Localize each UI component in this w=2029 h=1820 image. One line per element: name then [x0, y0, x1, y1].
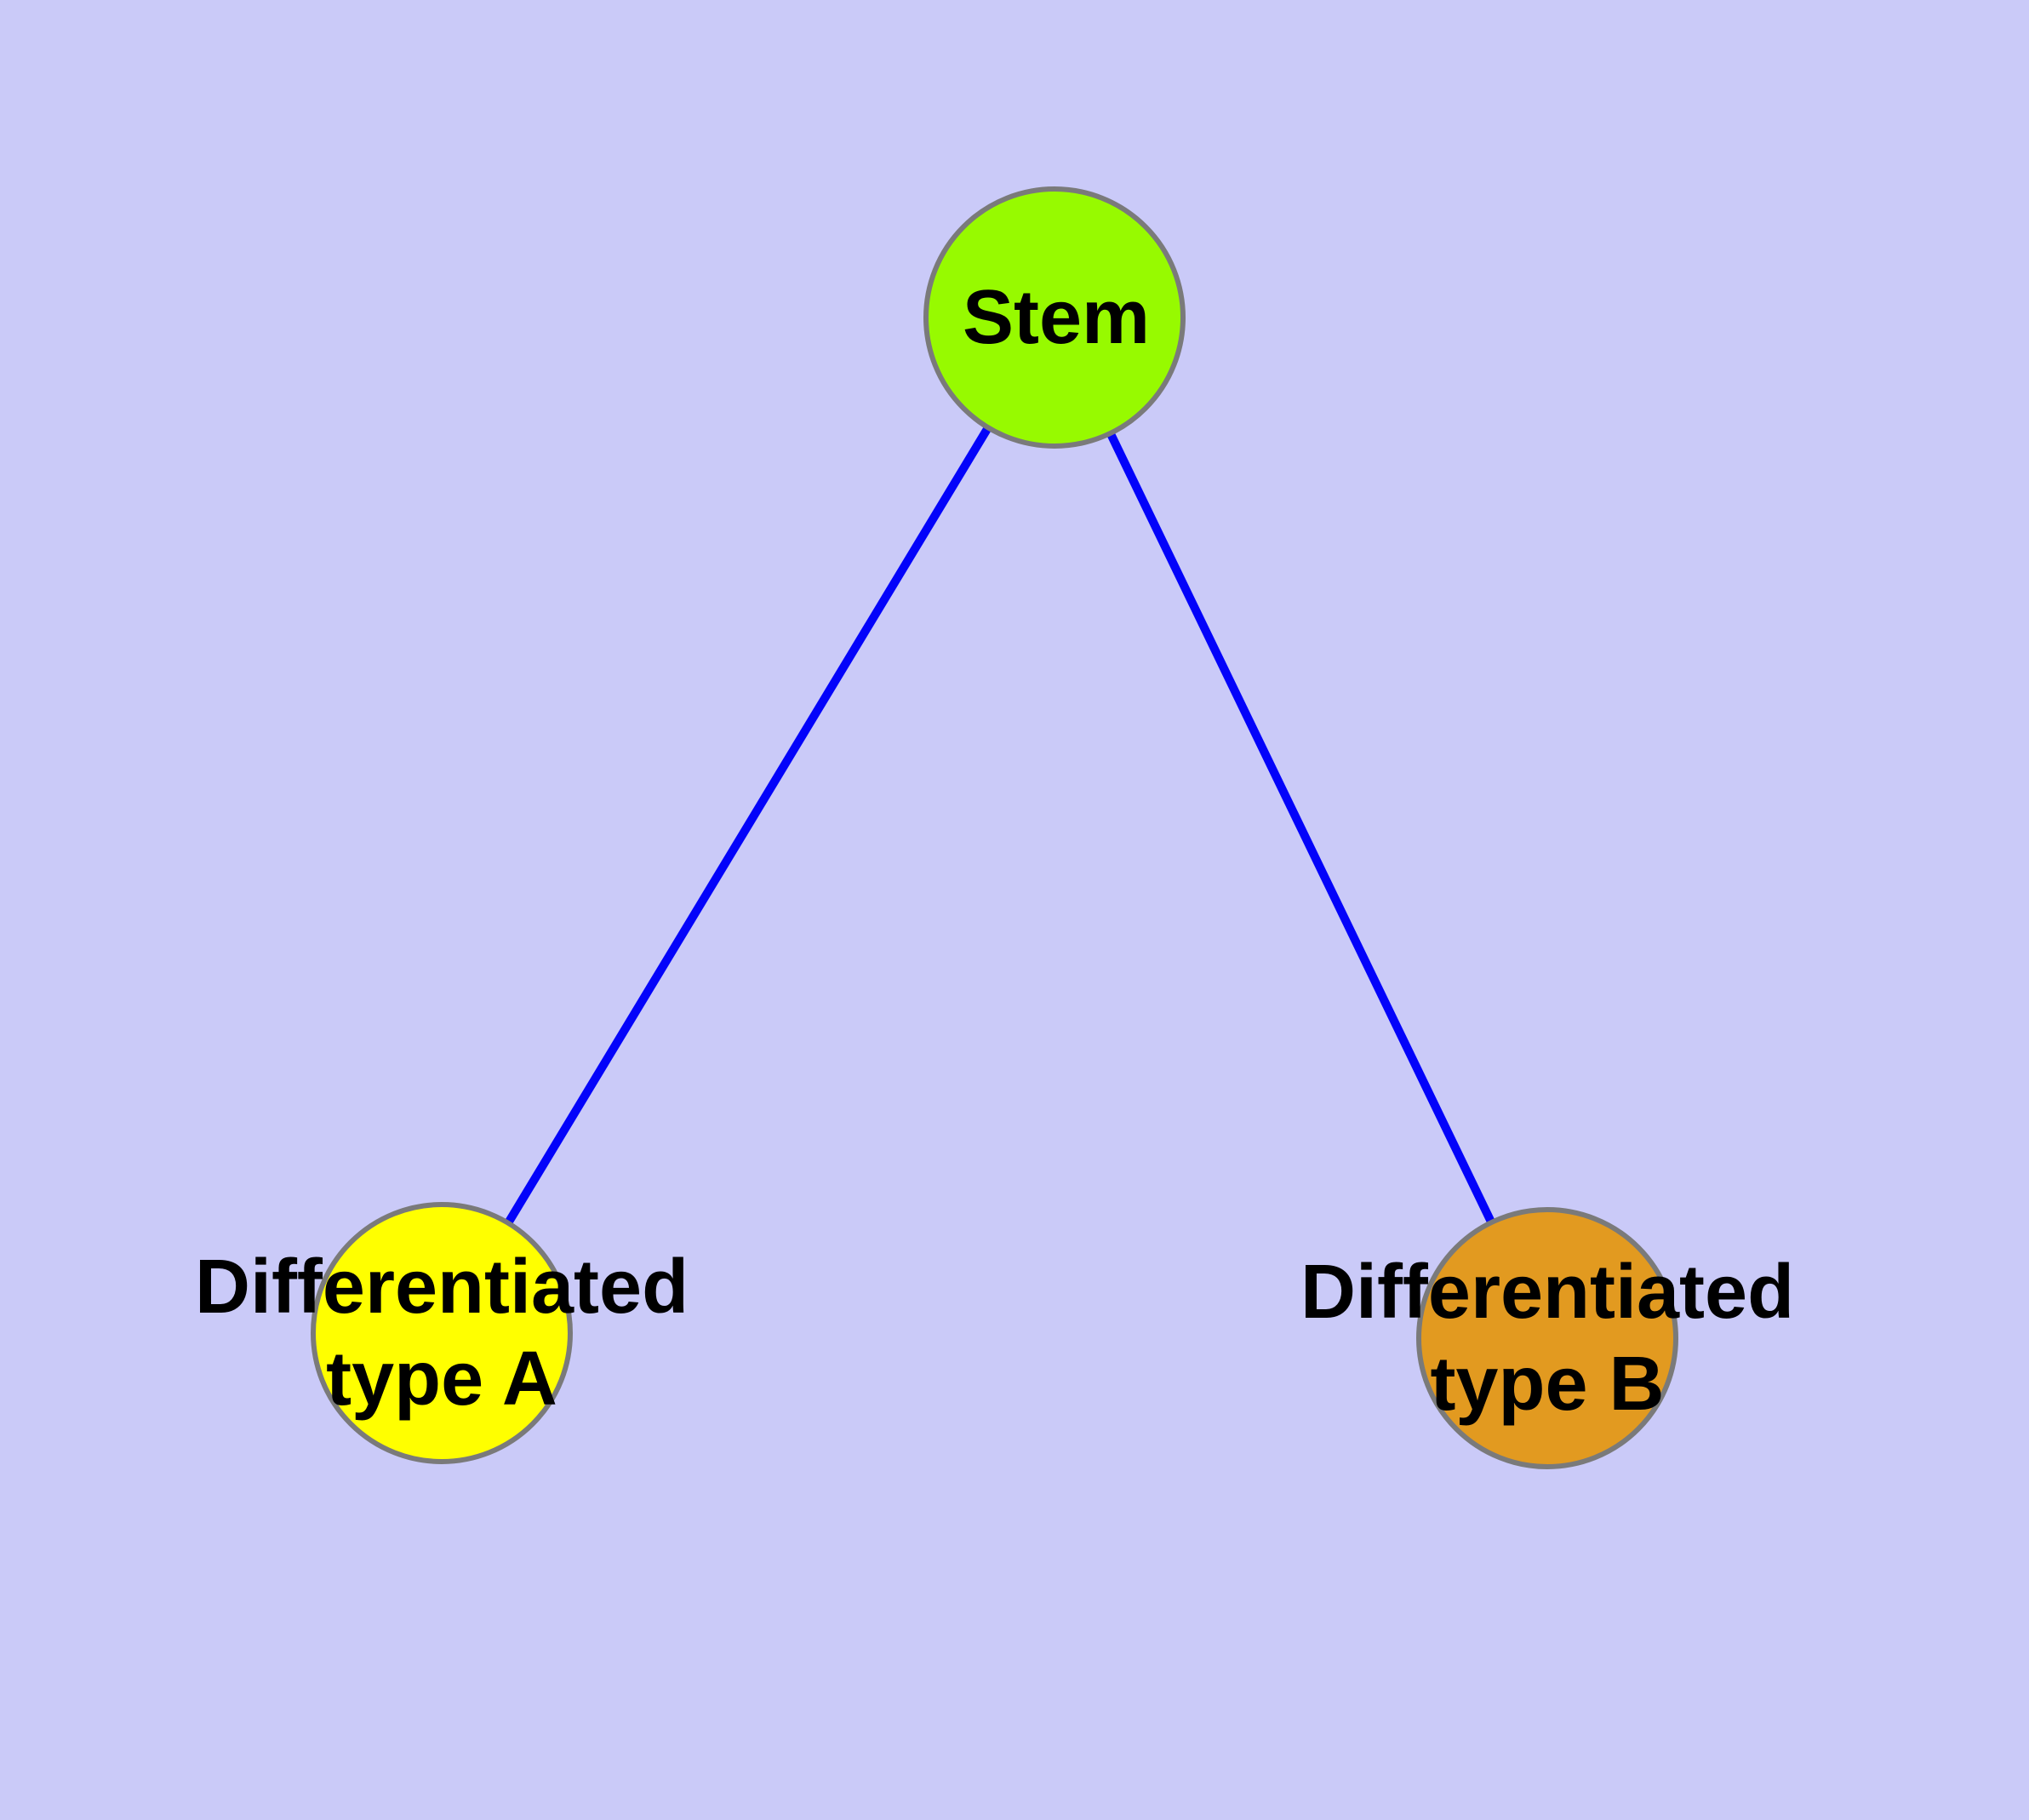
node-label-stem-text: Stem [962, 275, 1151, 360]
node-label-type-b-line2: type B [1430, 1342, 1665, 1427]
node-label-differentiated-type-a: Differentiated type A [195, 1241, 689, 1425]
node-circle-differentiated-type-b [1416, 1207, 1678, 1469]
edge-stem-to-type-a [437, 315, 1059, 1336]
node-label-type-a-line1: Differentiated [194, 1245, 689, 1330]
node-label-type-a-line2: type A [326, 1336, 557, 1422]
node-circle-differentiated-type-a [311, 1202, 573, 1464]
node-label-type-b-line1: Differentiated [1300, 1250, 1795, 1335]
edge-stem-to-type-b [1050, 315, 1552, 1341]
node-label-stem: Stem [963, 272, 1150, 363]
node-label-differentiated-type-b: Differentiated type B [1300, 1246, 1794, 1430]
node-circle-stem [923, 186, 1186, 449]
